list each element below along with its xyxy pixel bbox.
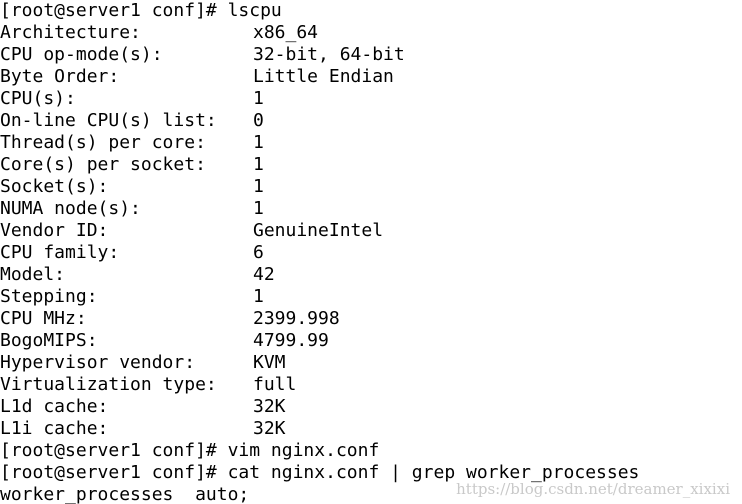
output-row-stepping: Stepping: 1 [0,286,742,308]
output-key: Virtualization type: [0,374,217,395]
output-row-cores-per-socket: Core(s) per socket: 1 [0,154,742,176]
command-line-vim: [root@server1 conf]# vim nginx.conf [0,440,380,461]
output-value: 4799.99 [253,330,329,351]
output-value: 2399.998 [253,308,340,329]
output-key: Vendor ID: [0,220,109,241]
output-row-l1i-cache: L1i cache: 32K [0,418,742,440]
output-value: 0 [253,110,264,131]
output-value: 1 [253,132,264,153]
output-row-cpu-family: CPU family: 6 [0,242,742,264]
output-row-hypervisor-vendor: Hypervisor vendor: KVM [0,352,742,374]
lscpu-output: Architecture: x86_64 CPU op-mode(s): 32-… [0,22,742,440]
output-key: Thread(s) per core: [0,132,206,153]
output-key: BogoMIPS: [0,330,98,351]
output-value: 42 [253,264,275,285]
output-value: GenuineIntel [253,220,384,241]
grep-result-line: worker_processes auto; [0,484,250,504]
output-row-threads-per-core: Thread(s) per core: 1 [0,132,742,154]
output-key: CPU(s): [0,88,76,109]
output-key: Byte Order: [0,66,120,87]
output-value: x86_64 [253,22,319,43]
output-key: CPU op-mode(s): [0,44,163,65]
output-key: NUMA node(s): [0,198,141,219]
output-value: 32-bit, 64-bit [253,44,405,65]
output-row-sockets: Socket(s): 1 [0,176,742,198]
output-value: 32K [253,418,286,439]
output-row-cpu-op-mode: CPU op-mode(s): 32-bit, 64-bit [0,44,742,66]
output-row-vendor-id: Vendor ID: GenuineIntel [0,220,742,242]
output-value: full [253,374,297,395]
output-value: 1 [253,198,264,219]
output-row-architecture: Architecture: x86_64 [0,22,742,44]
command-line-lscpu: [root@server1 conf]# lscpu [0,0,282,21]
output-key: On-line CPU(s) list: [0,110,217,131]
watermark-text: https://blog.csdn.net/dreamer_xixixi [456,480,730,498]
output-value: KVM [253,352,286,373]
output-row-numa-nodes: NUMA node(s): 1 [0,198,742,220]
output-value: 1 [253,154,264,175]
output-key: L1d cache: [0,396,109,417]
output-key: Architecture: [0,22,141,43]
output-key: Model: [0,264,66,285]
output-key: L1i cache: [0,418,109,439]
output-value: Little Endian [253,66,394,87]
output-row-byte-order: Byte Order: Little Endian [0,66,742,88]
output-key: Hypervisor vendor: [0,352,196,373]
output-value: 1 [253,88,264,109]
output-row-l1d-cache: L1d cache: 32K [0,396,742,418]
output-key: Core(s) per socket: [0,154,206,175]
output-key: CPU MHz: [0,308,87,329]
output-key: Socket(s): [0,176,109,197]
output-row-cpu-mhz: CPU MHz: 2399.998 [0,308,742,330]
output-row-cpus: CPU(s): 1 [0,88,742,110]
output-row-virtualization-type: Virtualization type: full [0,374,742,396]
output-value: 1 [253,286,264,307]
output-row-online-cpu-list: On-line CPU(s) list: 0 [0,110,742,132]
output-key: Stepping: [0,286,98,307]
output-key: CPU family: [0,242,120,263]
output-value: 6 [253,242,264,263]
output-value: 32K [253,396,286,417]
output-row-bogomips: BogoMIPS: 4799.99 [0,330,742,352]
command-line-grep: [root@server1 conf]# cat nginx.conf | gr… [0,462,640,483]
output-value: 1 [253,176,264,197]
output-row-model: Model: 42 [0,264,742,286]
